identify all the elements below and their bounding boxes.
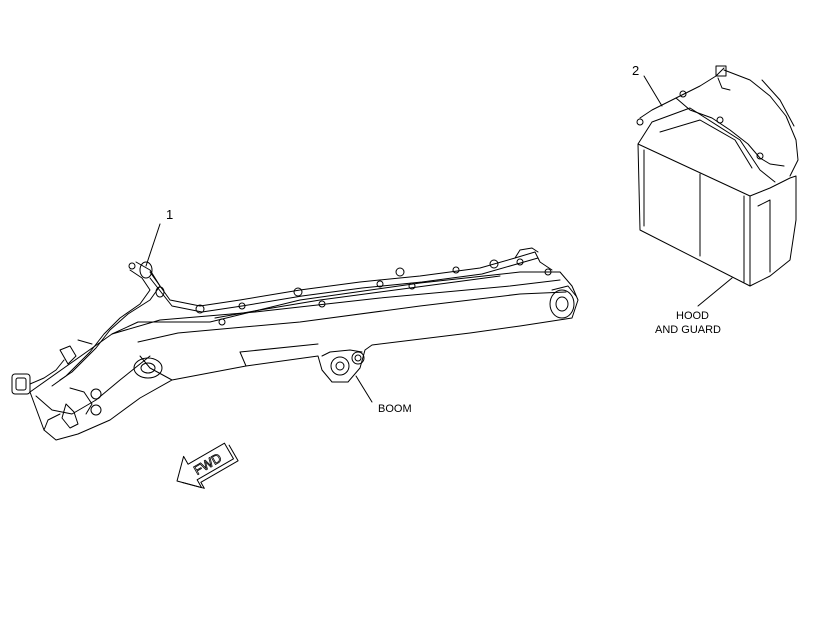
- hood-drawing: [636, 65, 799, 287]
- boom-label: BOOM: [378, 403, 412, 415]
- callout-1: 1: [166, 207, 174, 222]
- callout-2-leader: [643, 75, 663, 107]
- callout-1-leader: [145, 223, 161, 267]
- hood-leader: [697, 277, 733, 307]
- callout-2: 2: [632, 63, 640, 78]
- fwd-arrow-icon: FWD: [176, 442, 239, 489]
- hood-label-line2: AND GUARD: [655, 324, 722, 336]
- boom-leader: [355, 375, 373, 403]
- hood-label-line1: HOOD: [676, 310, 709, 322]
- boom-drawing: [11, 247, 579, 441]
